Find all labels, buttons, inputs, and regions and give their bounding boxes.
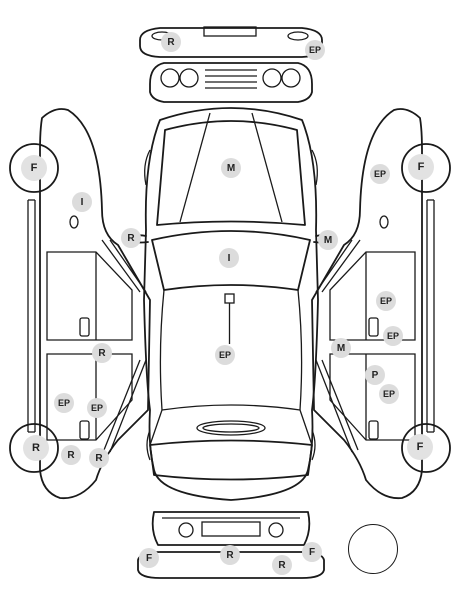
damage-marker[interactable]: M xyxy=(221,158,241,178)
damage-marker[interactable]: F xyxy=(139,548,159,568)
damage-marker[interactable]: R xyxy=(89,448,109,468)
damage-marker[interactable]: F xyxy=(408,154,434,180)
damage-marker[interactable]: R xyxy=(92,343,112,363)
damage-marker[interactable]: F xyxy=(21,155,47,181)
damage-marker[interactable]: R xyxy=(23,435,49,461)
damage-marker[interactable]: M xyxy=(318,230,338,250)
damage-marker[interactable]: EP xyxy=(87,398,107,418)
damage-marker[interactable]: R xyxy=(272,555,292,575)
damage-marker[interactable]: R xyxy=(220,545,240,565)
damage-marker[interactable]: EP xyxy=(370,164,390,184)
damage-marker[interactable]: EP xyxy=(376,291,396,311)
damage-marker[interactable]: R xyxy=(161,32,181,52)
rear-trim-outline xyxy=(149,62,313,103)
car-body-outline xyxy=(129,107,333,501)
damage-marker[interactable]: R xyxy=(121,228,141,248)
blank-circle-option[interactable] xyxy=(348,524,398,574)
damage-marker[interactable]: R xyxy=(61,445,81,465)
damage-marker[interactable]: M xyxy=(331,338,351,358)
damage-marker[interactable]: EP xyxy=(215,345,235,365)
damage-marker[interactable]: EP xyxy=(305,40,325,60)
damage-marker[interactable]: EP xyxy=(379,384,399,404)
damage-marker[interactable]: F xyxy=(302,542,322,562)
damage-marker[interactable]: F xyxy=(407,434,433,460)
damage-marker[interactable]: P xyxy=(365,365,385,385)
damage-marker[interactable]: EP xyxy=(54,393,74,413)
damage-marker[interactable]: I xyxy=(72,192,92,212)
damage-marker[interactable]: EP xyxy=(383,326,403,346)
left-side-outline xyxy=(9,108,151,500)
damage-marker[interactable]: I xyxy=(219,248,239,268)
